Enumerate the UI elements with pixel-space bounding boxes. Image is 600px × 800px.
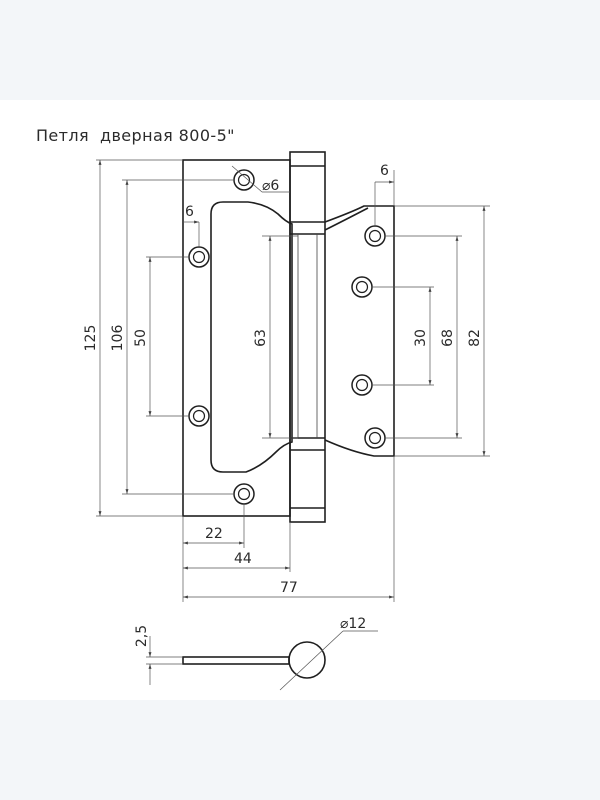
hole-left-upper [188,246,210,268]
dim-77: 77 [280,580,298,596]
dim-82: 82 [467,329,483,347]
right-leaf [324,205,395,457]
hole-right-1 [364,225,386,247]
dim-68: 68 [440,329,456,347]
hole-left-top [233,169,255,191]
leaf-section [182,656,290,665]
left-leaf [182,159,293,517]
dim-50: 50 [133,329,149,347]
hinge-knuckle [289,151,326,523]
dimensions-bottom: 22 44 77 [182,456,395,602]
dim-knuckle-diameter: ⌀12 [340,616,366,632]
dim-44: 44 [234,551,252,567]
dim-thickness: 2,5 [134,625,150,647]
side-view: 2,5 ⌀12 [134,616,378,691]
dim-125: 125 [83,325,99,352]
dimensions-right: 6 30 68 82 [372,163,490,457]
dim-6-right: 6 [380,163,389,179]
dim-30: 30 [413,329,429,347]
dimension-center: 63 [253,235,298,439]
drawing-title: Петля дверная 800-5" [36,126,235,145]
dim-63: 63 [253,329,269,347]
hole-right-4 [364,427,386,449]
dimensions-left: 125 106 50 6 ⌀6 [83,159,290,517]
hole-right-2 [351,276,373,298]
hole-left-bottom [233,483,255,505]
dim-hole-diameter: ⌀6 [262,178,279,194]
dim-6-left: 6 [185,204,194,220]
mounting-holes [188,169,386,505]
dim-106: 106 [110,325,126,352]
knuckle-section [288,641,326,679]
hinge-technical-drawing: 125 106 50 6 ⌀6 63 [83,151,490,691]
dim-22: 22 [205,526,223,542]
drawing-sheet: Петля дверная 800-5" [0,100,600,700]
hole-right-3 [351,374,373,396]
hole-left-lower [188,405,210,427]
